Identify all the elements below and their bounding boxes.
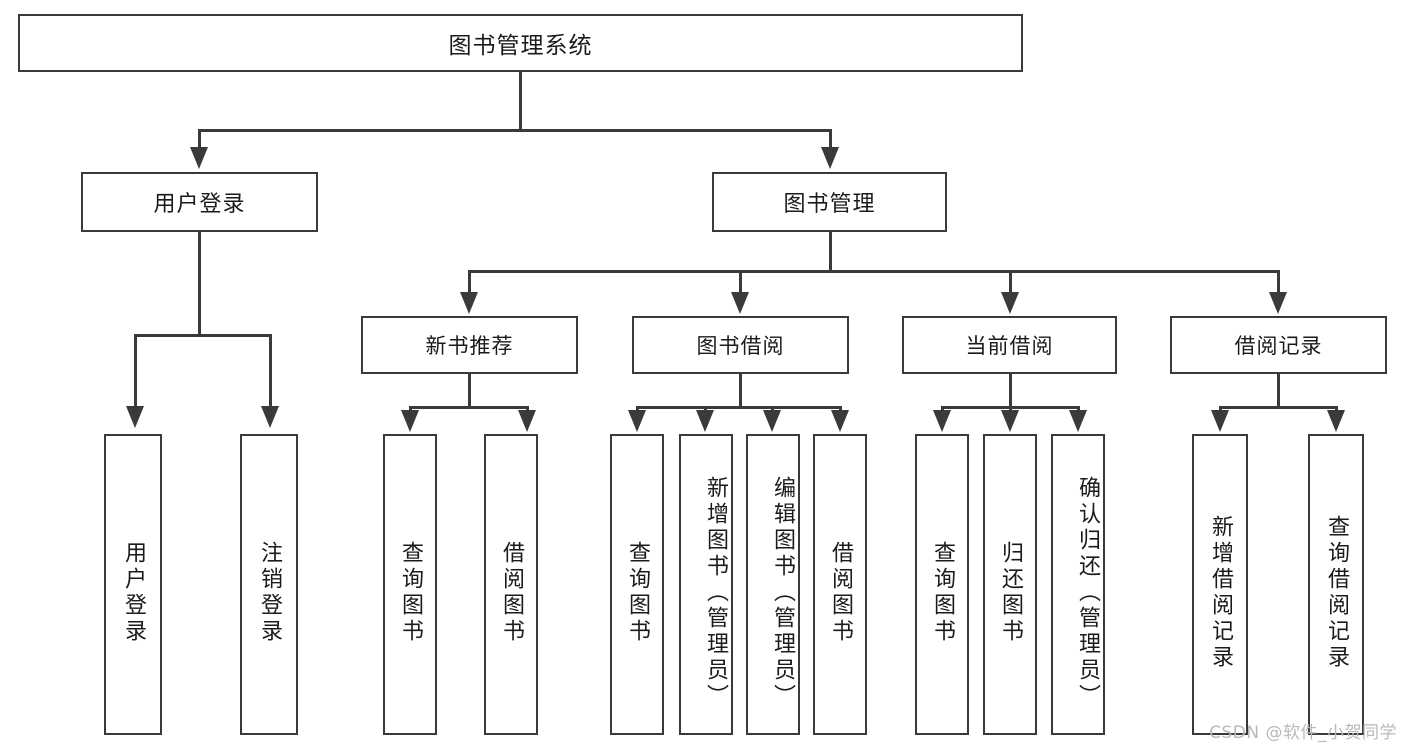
node-new-book-recommend[interactable]: 新书推荐 — [361, 316, 578, 374]
arrow-user-login-leaf-1 — [126, 406, 144, 428]
connector-book-manage-bar — [468, 270, 1280, 273]
node-book-borrow[interactable]: 图书借阅 — [632, 316, 849, 374]
arrow-current-borrow-leaf-2 — [1001, 410, 1019, 432]
connector-user-login-drop-1 — [134, 334, 137, 408]
connector-book-manage-drop-2 — [739, 270, 742, 294]
arrow-book-borrow-leaf-2 — [696, 410, 714, 432]
arrow-book-manage-child-2 — [731, 292, 749, 314]
leaf-borrow-book-2[interactable]: 借阅图书 — [813, 434, 867, 735]
connector-book-borrow-stem — [739, 374, 742, 408]
leaf-query-borrow-record[interactable]: 查询借阅记录 — [1308, 434, 1364, 735]
arrow-book-borrow-leaf-1 — [628, 410, 646, 432]
leaf-add-book-admin[interactable]: 新增图书（管理员） — [679, 434, 733, 735]
arrow-book-manage-child-1 — [460, 292, 478, 314]
csdn-watermark: CSDN @软件_小贺同学 — [1209, 723, 1397, 743]
leaf-confirm-return-admin[interactable]: 确认归还（管理员） — [1051, 434, 1105, 735]
leaf-user-login[interactable]: 用户登录 — [104, 434, 162, 735]
connector-root-stem — [519, 72, 522, 131]
connector-root-to-book-manage — [829, 129, 832, 149]
arrow-current-borrow-leaf-3 — [1069, 410, 1087, 432]
leaf-return-book[interactable]: 归还图书 — [983, 434, 1037, 735]
node-borrow-record[interactable]: 借阅记录 — [1170, 316, 1387, 374]
connector-book-manage-drop-3 — [1009, 270, 1012, 294]
connector-user-login-drop-2 — [269, 334, 272, 408]
node-current-borrow[interactable]: 当前借阅 — [902, 316, 1117, 374]
connector-root-to-user-login — [198, 129, 201, 149]
node-book-manage[interactable]: 图书管理 — [712, 172, 947, 232]
connector-new-book-bar — [409, 406, 529, 409]
connector-borrow-record-bar — [1219, 406, 1338, 409]
arrow-new-book-leaf-1 — [401, 410, 419, 432]
node-root-book-management-system[interactable]: 图书管理系统 — [18, 14, 1023, 72]
leaf-query-book-3[interactable]: 查询图书 — [915, 434, 969, 735]
arrow-book-manage-child-3 — [1001, 292, 1019, 314]
arrow-root-to-book-manage — [821, 147, 839, 169]
arrow-new-book-leaf-2 — [518, 410, 536, 432]
arrow-borrow-record-leaf-1 — [1211, 410, 1229, 432]
arrow-book-borrow-leaf-3 — [763, 410, 781, 432]
arrow-book-borrow-leaf-4 — [831, 410, 849, 432]
connector-current-borrow-stem — [1009, 374, 1012, 408]
leaf-query-book-1[interactable]: 查询图书 — [383, 434, 437, 735]
connector-book-manage-drop-4 — [1277, 270, 1280, 294]
connector-user-login-stem — [198, 232, 201, 336]
arrow-root-to-user-login — [190, 147, 208, 169]
arrow-user-login-leaf-2 — [261, 406, 279, 428]
leaf-query-book-2[interactable]: 查询图书 — [610, 434, 664, 735]
connector-book-borrow-bar — [636, 406, 842, 409]
connector-user-login-bar — [134, 334, 271, 337]
connector-root-bar — [198, 129, 832, 132]
connector-new-book-stem — [468, 374, 471, 408]
leaf-edit-book-admin[interactable]: 编辑图书（管理员） — [746, 434, 800, 735]
connector-book-manage-drop-1 — [468, 270, 471, 294]
leaf-add-borrow-record[interactable]: 新增借阅记录 — [1192, 434, 1248, 735]
leaf-borrow-book-1[interactable]: 借阅图书 — [484, 434, 538, 735]
arrow-current-borrow-leaf-1 — [933, 410, 951, 432]
node-user-login[interactable]: 用户登录 — [81, 172, 318, 232]
arrow-book-manage-child-4 — [1269, 292, 1287, 314]
arrow-borrow-record-leaf-2 — [1327, 410, 1345, 432]
connector-borrow-record-stem — [1277, 374, 1280, 408]
connector-book-manage-stem — [829, 232, 832, 272]
leaf-logout-login[interactable]: 注销登录 — [240, 434, 298, 735]
